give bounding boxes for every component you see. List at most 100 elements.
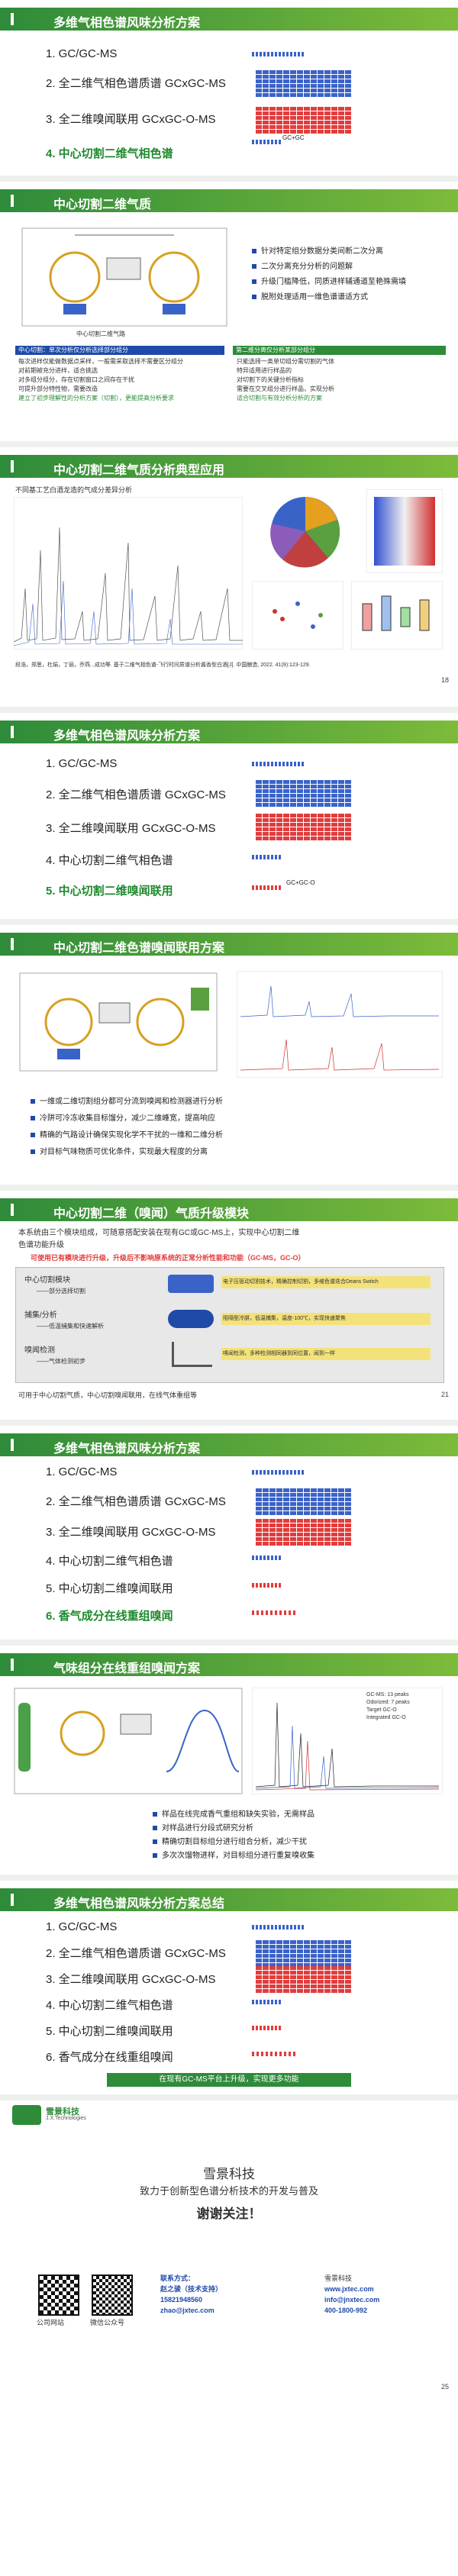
grid-cell xyxy=(297,1493,303,1497)
grid-cell xyxy=(338,1980,344,1984)
grid-cell xyxy=(269,111,276,115)
grid-cell xyxy=(345,1523,351,1527)
grid-cell xyxy=(311,1523,317,1527)
grid-cell xyxy=(276,130,282,134)
grid-cell xyxy=(269,84,276,88)
grid-cell xyxy=(324,1488,331,1492)
grid-cell xyxy=(345,1975,351,1979)
grid-cell xyxy=(263,1984,269,1988)
grid-cell xyxy=(290,1975,296,1979)
grid-cell xyxy=(338,827,344,831)
grid-cell xyxy=(311,1966,317,1970)
grid-cell xyxy=(311,121,317,124)
grid-cell xyxy=(263,121,269,124)
grid-cell xyxy=(345,1940,351,1944)
grid-cell xyxy=(345,1984,351,1988)
slide-title: 多维气相色谱风味分析方案 xyxy=(53,17,201,30)
grid-cell xyxy=(311,794,317,798)
grid-cell xyxy=(290,1528,296,1532)
slide-1: 多维气相色谱风味分析方案 1. GC/GC-MS 2. 全二维气相色谱质谱 GC… xyxy=(0,0,458,176)
grid-cell xyxy=(290,837,296,840)
list-item: 1. GC/GC-MS xyxy=(46,47,118,60)
grid-cell xyxy=(324,789,331,793)
grid-cell xyxy=(338,116,344,120)
grid-cell xyxy=(338,93,344,97)
grid-cell xyxy=(283,832,289,836)
grid-cell xyxy=(256,1498,262,1501)
grid-cell xyxy=(256,1523,262,1527)
grid-cell xyxy=(290,1537,296,1541)
grid-cell xyxy=(338,1488,344,1492)
grid-cell xyxy=(338,1959,344,1962)
grid-cell xyxy=(338,814,344,817)
grid-cell xyxy=(318,1533,324,1536)
bullet: 升级门槛降低，同质进样辅通道至艳殊需填 xyxy=(252,275,406,286)
grid-cell xyxy=(324,837,331,840)
grid-cell xyxy=(297,1954,303,1958)
grid-cell xyxy=(331,1523,337,1527)
grid-cell xyxy=(324,1507,331,1510)
grid-cell xyxy=(269,1945,276,1949)
grid-cell xyxy=(331,1980,337,1984)
grid-cell xyxy=(311,1940,317,1944)
grid-cell xyxy=(324,89,331,92)
recombination-trace xyxy=(252,1610,298,1615)
grid-cell xyxy=(304,111,310,115)
grid-cell xyxy=(297,1537,303,1541)
grid-cell xyxy=(269,1498,276,1501)
email-link[interactable]: info@jnxtec.com xyxy=(324,2296,380,2304)
grid-cell xyxy=(338,121,344,124)
grid-cell xyxy=(345,121,351,124)
slide-title: 多维气相色谱风味分析方案 xyxy=(53,730,201,743)
grid-cell xyxy=(324,827,331,831)
grid-cell xyxy=(311,1498,317,1501)
grid-cell xyxy=(263,111,269,115)
grid-cell xyxy=(338,1528,344,1532)
grid-cell xyxy=(338,130,344,134)
website-link[interactable]: www.jxtec.com xyxy=(324,2285,374,2293)
grid-cell xyxy=(290,70,296,74)
grid-cell xyxy=(318,837,324,840)
grid-cell xyxy=(256,1984,262,1988)
grid-cell xyxy=(318,1528,324,1532)
grid-cell xyxy=(331,1975,337,1979)
grid-cell xyxy=(283,70,289,74)
grid-cell xyxy=(283,1519,289,1523)
grid-cell xyxy=(290,1940,296,1944)
grid-cell xyxy=(338,1984,344,1988)
grid-cell xyxy=(269,837,276,840)
grid-cell xyxy=(276,1493,282,1497)
grid-cell xyxy=(263,1963,269,1967)
grid-cell xyxy=(311,803,317,807)
grid-cell xyxy=(331,107,337,111)
grid-cell xyxy=(290,785,296,788)
grid-cell xyxy=(318,832,324,836)
grid-cell xyxy=(290,1949,296,1953)
grid-cell xyxy=(276,75,282,79)
grid-cell xyxy=(276,107,282,111)
grid-cell xyxy=(276,121,282,124)
grid-cell xyxy=(290,1966,296,1970)
grid-cell xyxy=(269,1984,276,1988)
grid-cell xyxy=(331,827,337,831)
grid-cell xyxy=(318,1507,324,1510)
email-link[interactable]: zhao@jxtec.com xyxy=(160,2307,214,2314)
slide-title: 中心切割二维（嗅闻）气质升级模块 xyxy=(53,1207,250,1220)
grid-cell xyxy=(331,125,337,129)
grid-cell xyxy=(290,121,296,124)
chromatogram-image xyxy=(14,497,243,650)
grid-cell xyxy=(345,1966,351,1970)
grid-cell xyxy=(263,89,269,92)
grid-cell xyxy=(290,827,296,831)
grid-cell xyxy=(324,803,331,807)
grid-cell xyxy=(276,89,282,92)
grid-cell xyxy=(338,1963,344,1967)
list-item: 3. 全二维嗅闻联用 GCxGC-O-MS xyxy=(46,822,216,835)
gcxgc-grid xyxy=(256,1940,351,1967)
grid-cell xyxy=(318,785,324,788)
grid-cell xyxy=(345,1528,351,1532)
grid-cell xyxy=(297,1507,303,1510)
grid-cell xyxy=(269,107,276,111)
grid-cell xyxy=(276,785,282,788)
grid-cell xyxy=(345,785,351,788)
